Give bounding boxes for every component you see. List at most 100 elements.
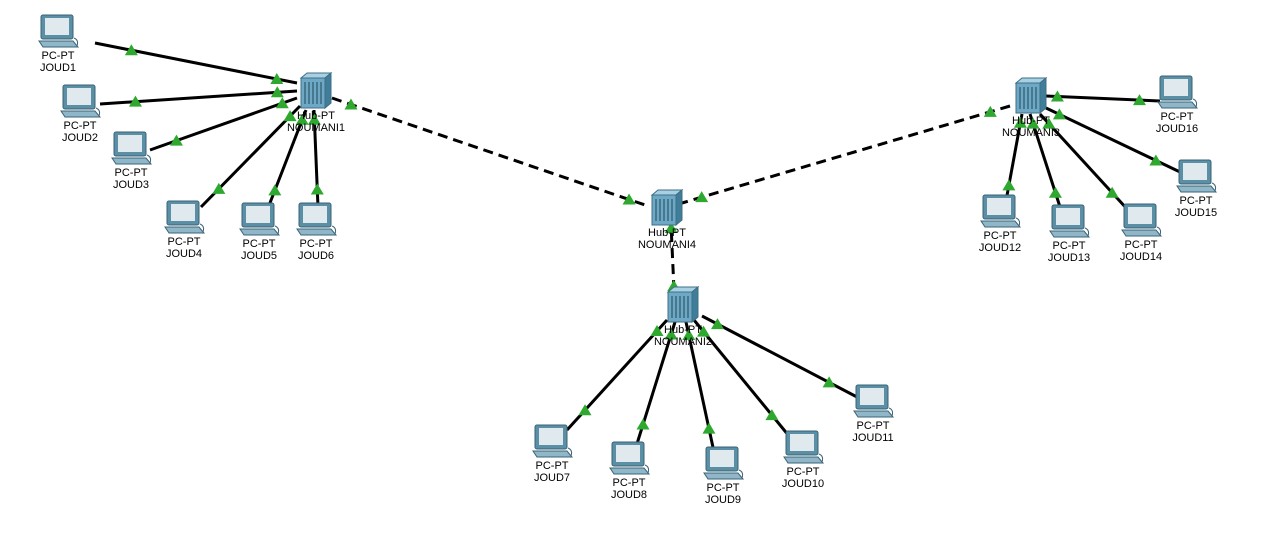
link-h1-p2[interactable] xyxy=(99,89,298,106)
pc-screen xyxy=(987,198,1011,215)
link-light-h1-side xyxy=(295,113,309,125)
pc-name-label: JOUD6 xyxy=(298,250,334,262)
pc-screen xyxy=(45,18,69,35)
pc-keyboard xyxy=(1049,230,1091,238)
trunk-light-h3-side xyxy=(983,105,997,117)
pc-keyboard xyxy=(296,228,338,236)
hub-name-label: NOUMANI3 xyxy=(1002,127,1060,139)
pc-name-label: JOUD8 xyxy=(611,489,647,501)
pc-keyboard xyxy=(609,467,651,475)
trunk-h1-h4[interactable] xyxy=(331,96,649,208)
pc-name-label: JOUD10 xyxy=(782,478,824,490)
pc-name-label: JOUD5 xyxy=(241,250,277,262)
pc-mouse-cable xyxy=(888,407,894,417)
link-light-h3-side xyxy=(1013,116,1027,128)
pc-name-label: JOUD2 xyxy=(62,132,98,144)
pc-name-label: JOUD14 xyxy=(1120,251,1162,263)
link-h1-p1[interactable] xyxy=(94,41,298,85)
link-light-p13-side xyxy=(1048,186,1062,198)
link-light-p16-side xyxy=(1132,94,1146,106)
pc-name-label: JOUD12 xyxy=(979,242,1021,254)
link-light-p12-side xyxy=(1002,179,1016,191)
hub-icon xyxy=(1039,76,1047,115)
pc-mouse-cable xyxy=(1211,182,1217,192)
link-light-p3-side xyxy=(169,134,183,146)
pc-screen xyxy=(860,388,884,405)
pc-type-label: PC-PT xyxy=(536,460,569,472)
pc-name-label: JOUD15 xyxy=(1175,207,1217,219)
pc-keyboard xyxy=(853,410,895,418)
pc-type-label: PC-PT xyxy=(243,238,276,250)
pc-keyboard xyxy=(60,110,102,118)
link-light-p15-side xyxy=(1149,154,1163,166)
link-light-h2-side xyxy=(664,328,678,340)
hub-icon xyxy=(691,285,699,324)
pc-type-label: PC-PT xyxy=(115,167,148,179)
link-light-p11-side xyxy=(822,376,836,388)
hub-type-label: Hub-PT xyxy=(1012,115,1050,127)
pc-screen xyxy=(1128,207,1152,224)
pc-screen xyxy=(246,206,270,223)
link-light-h2-side xyxy=(682,329,696,340)
link-light-h1-side xyxy=(270,86,284,98)
link-light-p14-side xyxy=(1105,186,1119,198)
pc-mouse-cable xyxy=(331,225,337,235)
pc-mouse-cable xyxy=(199,223,205,233)
hub-type-label: Hub-PT xyxy=(297,110,335,122)
link-light-p2-side xyxy=(128,95,142,107)
pc-type-label: PC-PT xyxy=(64,120,97,132)
hub-name-label: NOUMANI1 xyxy=(287,122,345,134)
pc-name-label: JOUD9 xyxy=(705,494,741,506)
trunk-h3-h4[interactable] xyxy=(681,104,1011,205)
pc-screen xyxy=(539,428,563,445)
hub-icon xyxy=(675,188,683,227)
pc-type-label: PC-PT xyxy=(300,238,333,250)
trunk-h2-h4[interactable] xyxy=(669,223,676,291)
pc-mouse-cable xyxy=(73,37,79,47)
pc-keyboard xyxy=(38,40,80,48)
trunk-light-h1-side xyxy=(344,98,358,110)
pc-mouse-cable xyxy=(818,453,824,463)
pc-name-label: JOUD7 xyxy=(534,472,570,484)
pc-mouse-cable xyxy=(1156,226,1162,236)
pc-type-label: PC-PT xyxy=(1161,111,1194,123)
link-light-p9-side xyxy=(702,422,716,434)
pc-mouse-cable xyxy=(95,107,101,117)
link-light-h3-side xyxy=(1052,108,1066,120)
trunk-light-h4-side xyxy=(695,191,709,203)
link-light-p8-side xyxy=(636,418,650,430)
pc-name-label: JOUD4 xyxy=(166,248,202,260)
hub-name-label: NOUMANI2 xyxy=(654,336,712,348)
hub-icon xyxy=(324,71,332,110)
link-light-h1-side xyxy=(307,113,321,125)
pc-type-label: PC-PT xyxy=(984,230,1017,242)
pc-keyboard xyxy=(164,226,206,234)
hub-name-label: NOUMANI4 xyxy=(638,239,696,251)
pc-mouse-cable xyxy=(1015,217,1021,227)
link-light-h1-side xyxy=(275,97,289,109)
pc-mouse-cable xyxy=(146,154,152,164)
pc-mouse-cable xyxy=(274,225,280,235)
pc-screen xyxy=(303,206,327,223)
